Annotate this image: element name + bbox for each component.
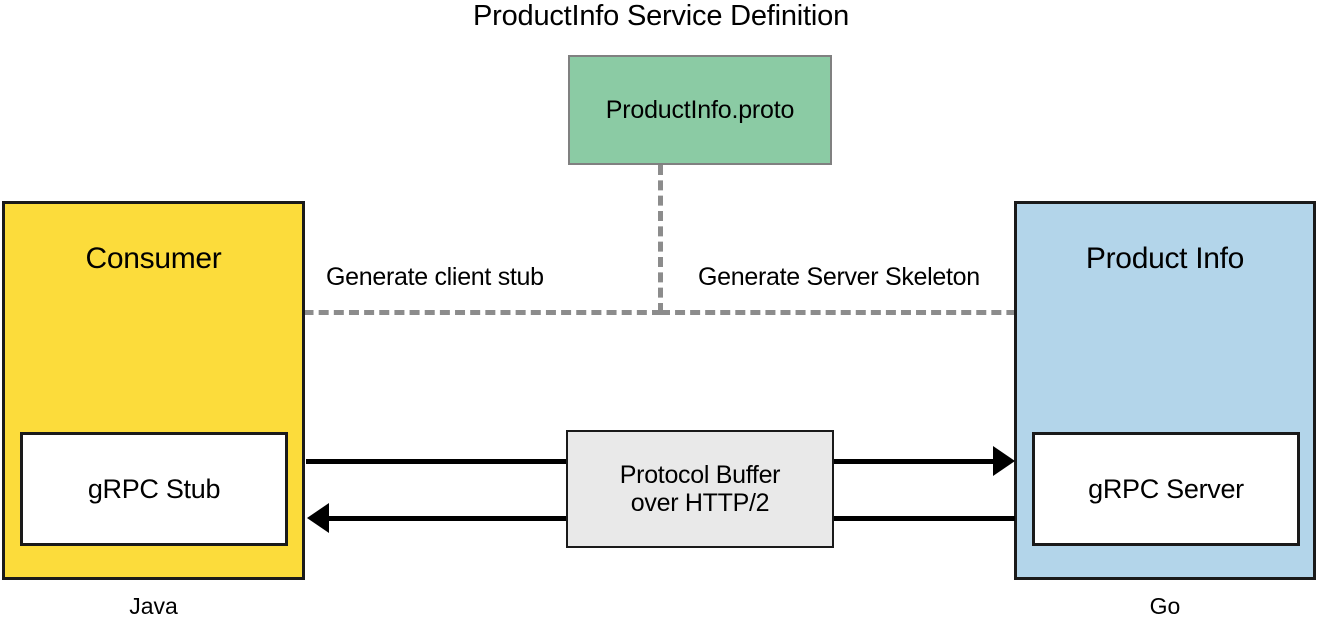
response-arrowhead-icon: [307, 503, 329, 533]
generate-server-dashed-line: [660, 310, 1167, 315]
proto-file-box: ProductInfo.proto: [568, 55, 832, 165]
request-line-right: [833, 459, 1001, 464]
consumer-title: Consumer: [85, 242, 222, 275]
generate-client-stub-label: Generate client stub: [326, 263, 544, 291]
page-title: ProductInfo Service Definition: [472, 0, 850, 32]
proto-dashed-connector: [658, 165, 663, 313]
proto-file-label: ProductInfo.proto: [605, 95, 795, 124]
grpc-server-label: gRPC Server: [1088, 473, 1244, 504]
request-line-left: [306, 459, 568, 464]
response-line-left: [322, 516, 568, 521]
transport-label-line1: Protocol Buffer: [619, 461, 781, 489]
generate-client-dashed-line: [152, 310, 662, 315]
transport-box: Protocol Buffer over HTTP/2: [566, 430, 834, 548]
grpc-stub-label: gRPC Stub: [87, 473, 221, 504]
product-info-title: Product Info: [1085, 242, 1245, 275]
server-language-label: Go: [1149, 593, 1181, 619]
transport-label-line2: over HTTP/2: [630, 489, 770, 517]
grpc-server-box: gRPC Server: [1032, 432, 1300, 546]
request-arrowhead-icon: [993, 446, 1015, 476]
response-line-right: [833, 516, 1015, 521]
grpc-stub-box: gRPC Stub: [20, 432, 288, 546]
client-language-label: Java: [129, 593, 178, 619]
generate-server-skeleton-label: Generate Server Skeleton: [698, 263, 980, 291]
